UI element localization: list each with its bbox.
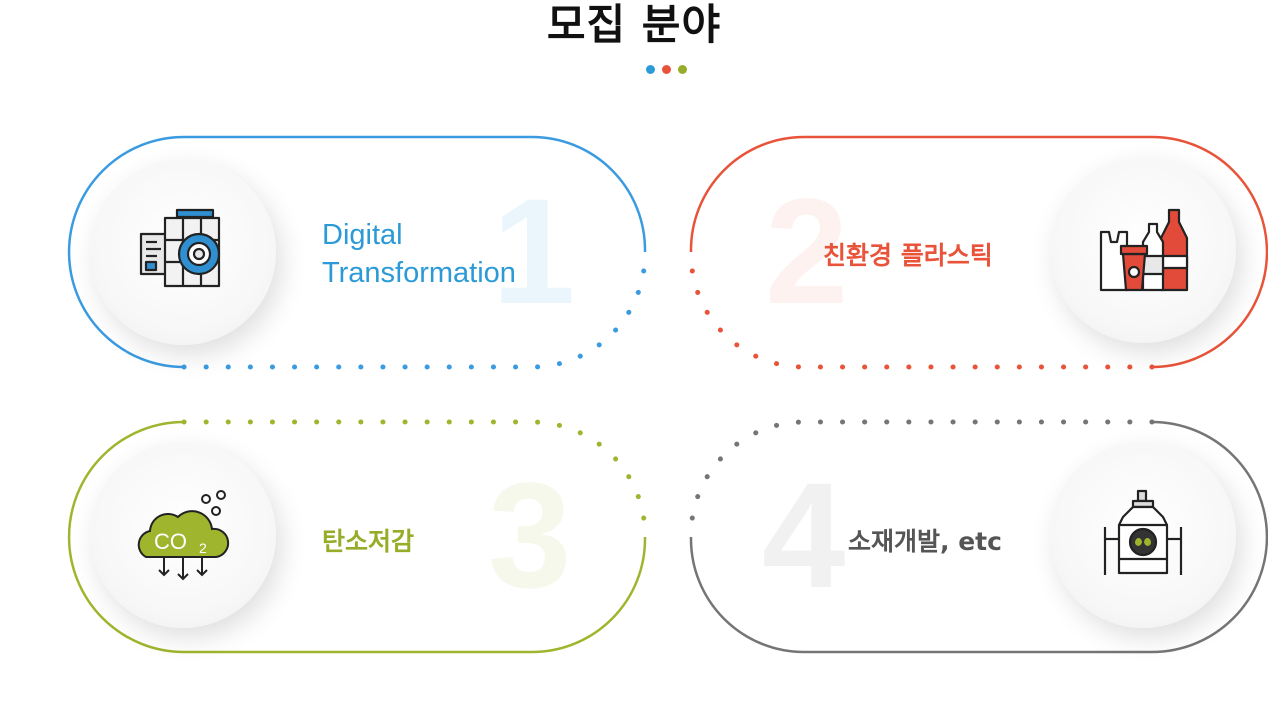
plastic-bottles-icon — [1099, 208, 1189, 292]
green-dot — [678, 65, 687, 74]
frame-4-solid — [689, 420, 1268, 654]
field-3-icon-circle: CO 2 — [90, 442, 276, 628]
field-1-label: Digital Transformation — [322, 216, 516, 292]
field-number-1: 1 — [492, 167, 576, 335]
frame-3-solid — [67, 420, 647, 654]
page-title: 모집 분야 — [546, 0, 722, 49]
red-dot — [662, 65, 671, 74]
frame-2-solid — [689, 135, 1268, 369]
field-number-4: 4 — [762, 451, 846, 619]
field-number-2: 2 — [765, 167, 849, 335]
field-2-icon-circle — [1050, 157, 1236, 343]
co2-text: CO — [154, 529, 187, 554]
field-2-label: 친환경 플라스틱 — [823, 241, 993, 270]
frame-1-solid — [67, 135, 647, 369]
co2-cloud-icon: CO 2 — [137, 490, 230, 581]
field-1-icon-circle — [90, 159, 276, 345]
bioreactor-icon — [1103, 489, 1183, 575]
field-1-label-line2: Transformation — [322, 257, 516, 289]
title-decoration-dots — [646, 65, 687, 74]
field-4-icon-circle — [1050, 442, 1236, 628]
co2-subscript: 2 — [199, 540, 207, 556]
field-number-3: 3 — [488, 451, 572, 619]
blue-dot — [646, 65, 655, 74]
database-gear-icon — [139, 208, 221, 288]
field-1-label-line1: Digital — [322, 219, 403, 251]
field-4-label: 소재개발, etc — [848, 527, 1002, 556]
field-3-label: 탄소저감 — [322, 527, 415, 556]
